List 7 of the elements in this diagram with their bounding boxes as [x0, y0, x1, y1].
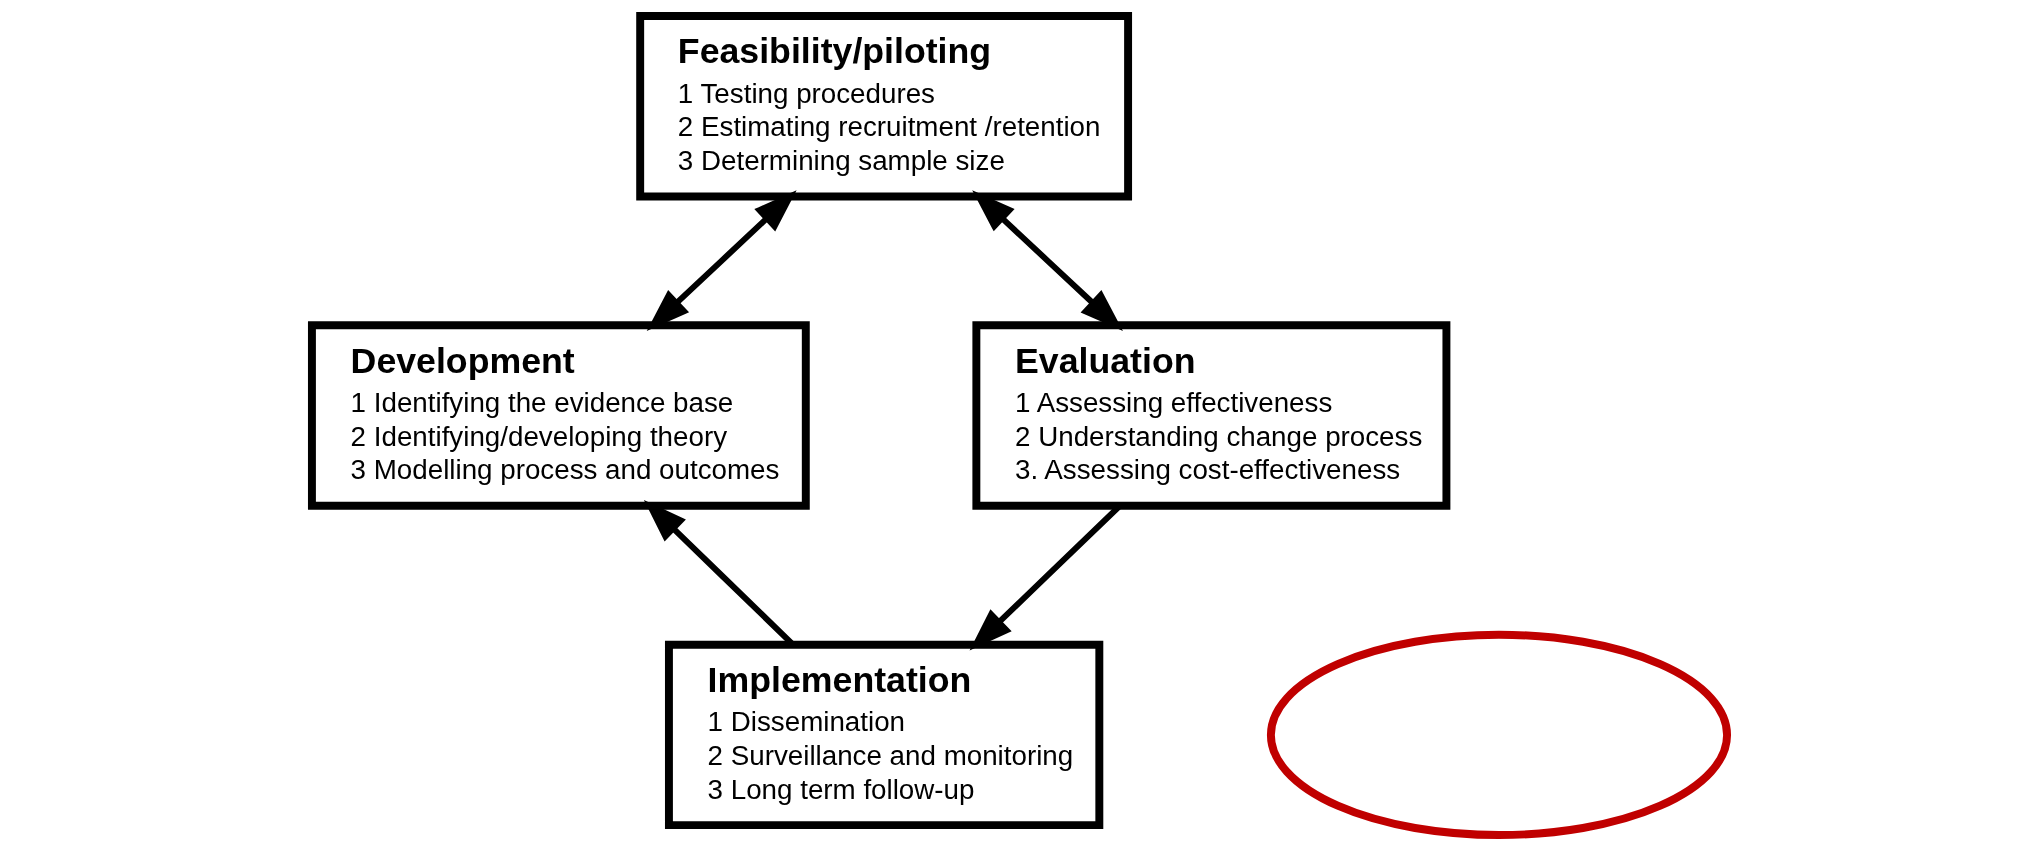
node-box: Evaluation 1 Assessing effectiveness 2 Understanding change process 3. Assessing cost-effectiveness	[971, 321, 1450, 510]
arrow	[971, 190, 1123, 332]
node-box: Implementation 1 Dissemination 2 Surveillance and monitoring 3 Long term follow-up	[664, 640, 1103, 830]
node-ellipse	[1266, 630, 1731, 840]
node-box: Development 1 Identifying the evidence base 2 Identifying/developing theory 3 Modelling process and outcomes	[307, 321, 810, 510]
node-box: Feasibility/piloting 1 Testing procedures 2 Estimating recruitment /retention 3 Determining sample size	[635, 11, 1132, 201]
arrow	[646, 190, 797, 332]
